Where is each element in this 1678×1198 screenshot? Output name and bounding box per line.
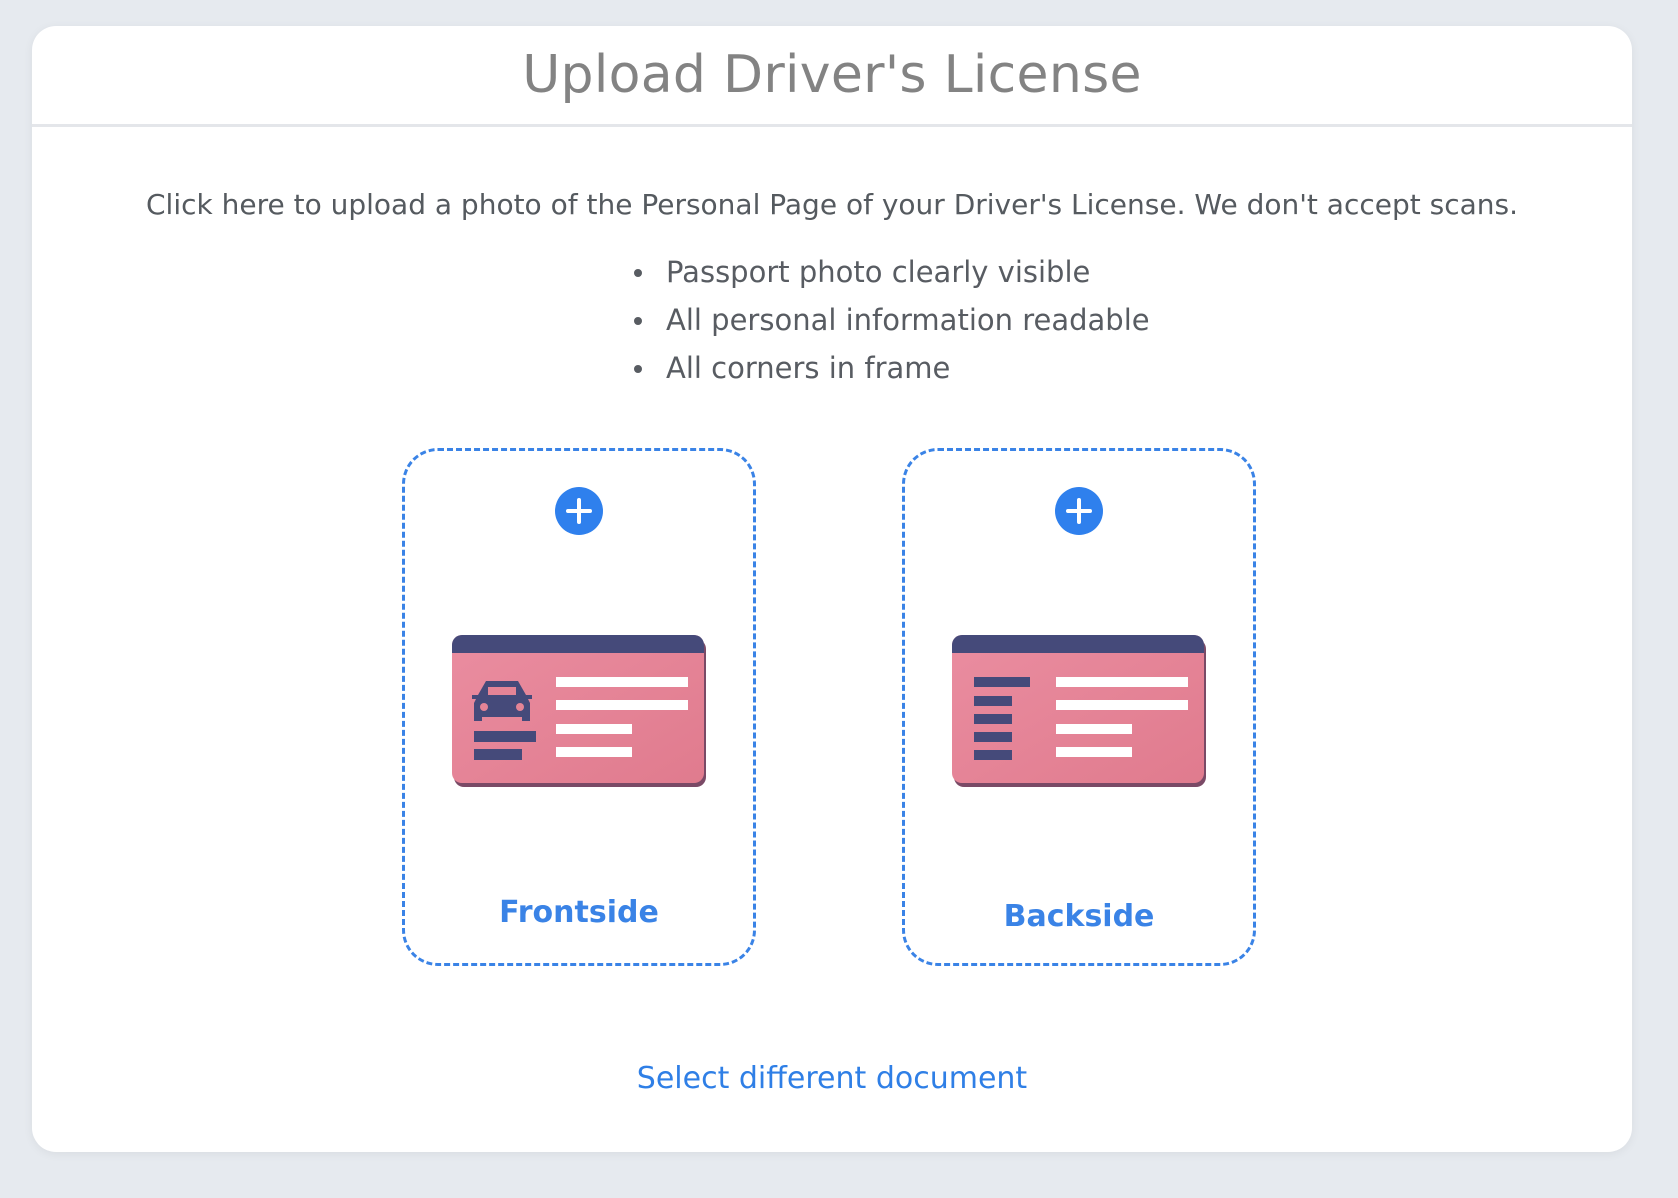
license-front-icon (452, 635, 706, 787)
select-different-document-link[interactable]: Select different document (636, 1061, 1028, 1096)
license-back-icon (952, 635, 1206, 787)
upload-modal: Upload Driver's License Click here to up… (32, 26, 1632, 1152)
page-title: Upload Driver's License (522, 45, 1142, 105)
requirement-item: All corners in frame (602, 344, 1150, 392)
requirement-item: All personal information readable (602, 296, 1150, 344)
backside-label[interactable]: Backside (1003, 899, 1155, 934)
frontside-upload-zone[interactable]: Frontside (402, 448, 756, 966)
frontside-label[interactable]: Frontside (499, 895, 659, 930)
plus-circle-icon[interactable] (1055, 487, 1103, 535)
upload-instructions[interactable]: Click here to upload a photo of the Pers… (145, 188, 1518, 221)
backside-upload-zone[interactable]: Backside (902, 448, 1256, 966)
requirements-list: Passport photo clearly visible All perso… (602, 248, 1150, 392)
car-icon (472, 681, 532, 721)
modal-header: Upload Driver's License (32, 26, 1632, 127)
plus-circle-icon[interactable] (555, 487, 603, 535)
requirement-item: Passport photo clearly visible (602, 248, 1150, 296)
